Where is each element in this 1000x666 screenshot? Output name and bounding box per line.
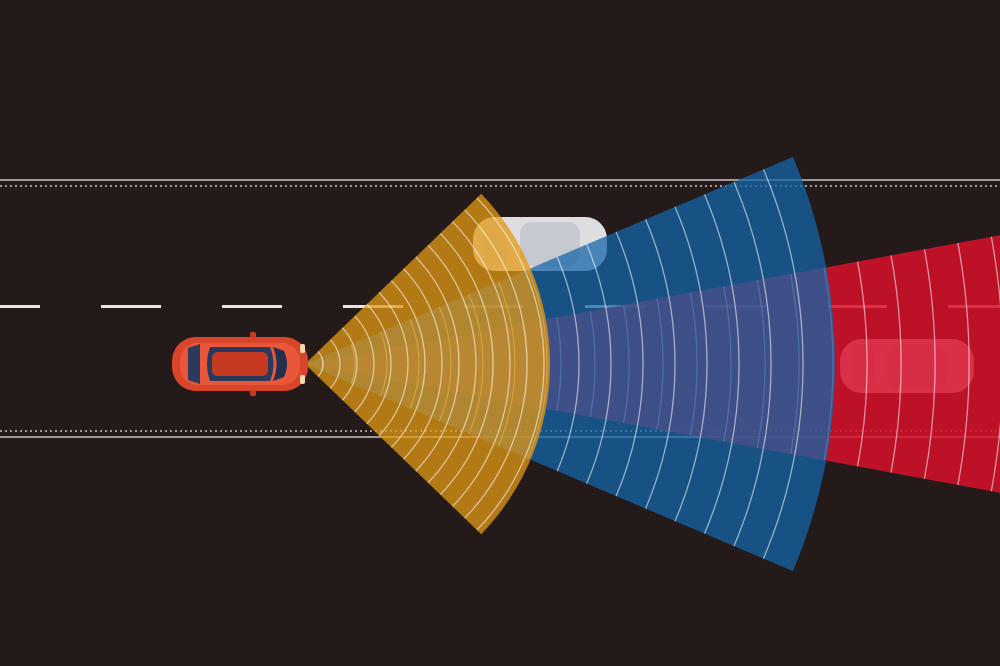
side-mirror-left <box>250 332 256 338</box>
mid-range-radar-range-ring <box>615 231 644 497</box>
mid-range-radar-range-ring <box>733 181 772 547</box>
mid-range-radar-range-ring <box>586 244 612 484</box>
short-range-radar-range-ring <box>366 303 392 425</box>
short-range-radar-range-ring <box>341 327 358 401</box>
sensor-beams <box>305 156 1000 572</box>
short-range-radar-range-ring <box>403 268 443 460</box>
lane-dash <box>222 305 282 308</box>
long-range-radar-range-ring <box>856 261 868 467</box>
ego-car <box>172 332 308 396</box>
lane-dash <box>0 305 40 308</box>
long-range-radar-range-ring <box>957 242 970 486</box>
mid-range-radar-range-ring <box>556 256 580 472</box>
lane-dash <box>101 305 161 308</box>
short-range-radar-range-ring <box>439 232 494 496</box>
mid-range-radar-range-ring <box>703 194 740 534</box>
headlight-right <box>300 375 305 384</box>
mid-range-radar-range-ring <box>674 206 708 522</box>
mid-range-radar-range-ring <box>762 169 804 559</box>
short-range-radar-range-ring <box>415 256 460 472</box>
side-mirror-right <box>250 390 256 396</box>
short-range-radar-range-ring <box>390 280 426 448</box>
mid-range-radar-range-ring <box>644 219 676 509</box>
short-range-radar-cone <box>305 193 550 535</box>
long-range-radar-range-ring <box>923 249 936 479</box>
short-range-radar-range-ring <box>464 209 528 519</box>
short-range-radar-range-ring <box>329 339 341 389</box>
short-range-radar-range-ring <box>378 291 409 437</box>
short-range-radar-range-ring <box>451 221 511 507</box>
short-range-radar-range-ring <box>427 244 477 484</box>
long-range-radar-range-ring <box>990 236 1000 492</box>
road-edge-top <box>0 179 1000 187</box>
short-range-radar-range-ring <box>476 197 545 531</box>
long-range-radar-range-ring <box>890 255 902 473</box>
headlight-left <box>300 344 305 353</box>
mid-range-radar-cone <box>305 156 836 572</box>
short-range-radar-beam <box>305 193 550 535</box>
short-range-radar-range-ring <box>354 315 375 413</box>
short-range-radar-range-ring <box>317 351 324 377</box>
